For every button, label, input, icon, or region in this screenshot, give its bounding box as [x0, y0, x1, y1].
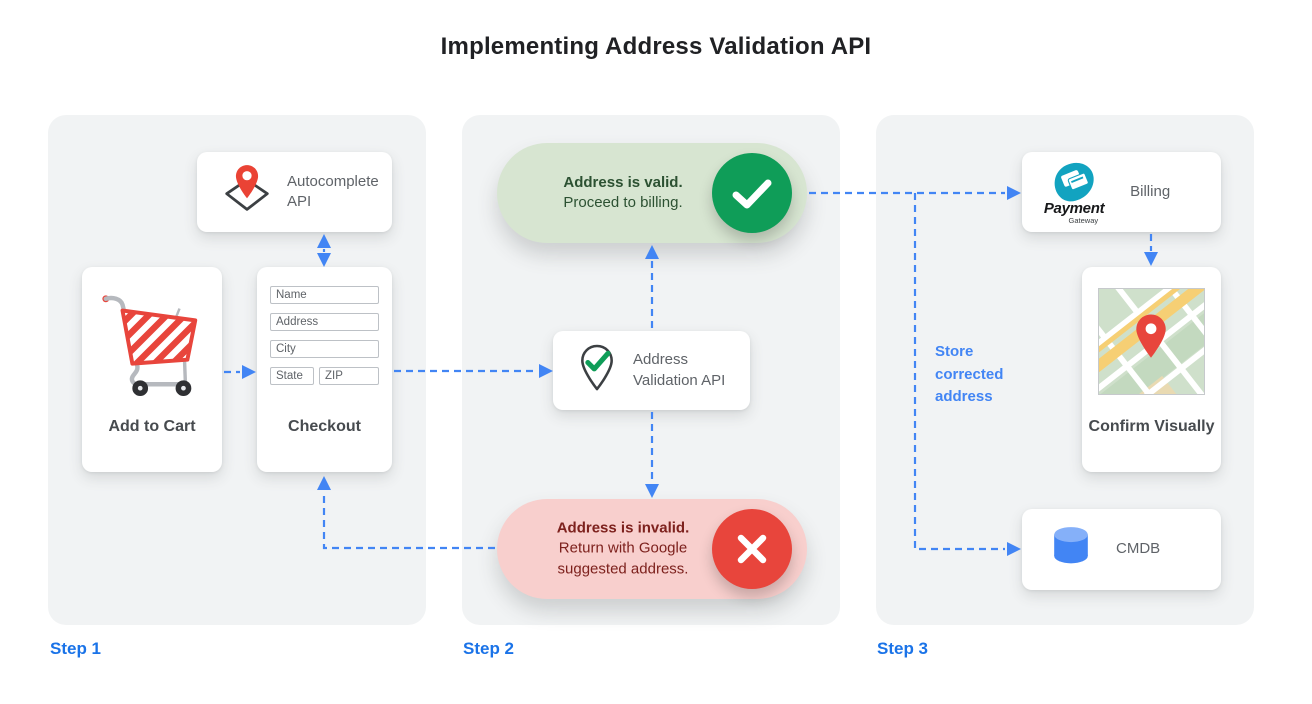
valid-result-subtitle: Proceed to billing.	[563, 194, 683, 211]
payment-gateway-logo-title: Payment	[1043, 200, 1105, 217]
state-field[interactable]	[270, 367, 314, 385]
address-validation-api-label: Address Validation API	[633, 351, 726, 389]
store-corrected-address-note: Store corrected address	[935, 343, 1004, 405]
database-icon	[1048, 526, 1094, 573]
add-to-cart-label: Add to Cart	[108, 418, 196, 435]
step-2-label: Step 2	[463, 639, 515, 658]
checkout-card: Checkout	[257, 267, 392, 472]
confirm-visually-card: Confirm Visually	[1043, 222, 1269, 472]
confirm-visually-label: Confirm Visually	[1088, 418, 1215, 435]
address-invalid-result: Address is invalid. Return with Google s…	[497, 499, 807, 599]
valid-result-title: Address is valid.	[563, 173, 683, 191]
step-1-label: Step 1	[50, 639, 102, 658]
zip-field[interactable]	[319, 367, 379, 385]
address-field[interactable]	[270, 313, 379, 331]
map-thumbnail	[1043, 222, 1269, 455]
panel-step-2: Address is valid. Proceed to billing. Ad…	[462, 115, 840, 625]
shopping-cart-icon	[93, 285, 211, 404]
payment-gateway-logo: Payment Gateway	[1040, 159, 1108, 225]
checkout-label: Checkout	[288, 418, 361, 435]
checkout-form	[270, 286, 379, 385]
panel-step-1: Autocomplete API Add to Cart	[48, 115, 426, 625]
add-to-cart-card: Add to Cart	[82, 267, 222, 472]
x-circle-icon	[712, 509, 792, 589]
autocomplete-api-card: Autocomplete API	[197, 152, 392, 232]
check-circle-icon	[712, 153, 792, 233]
city-field[interactable]	[270, 340, 379, 358]
page-title: Implementing Address Validation API	[440, 33, 872, 60]
panel-step-3: Payment Gateway Billing	[876, 115, 1269, 625]
cmdb-card: CMDB	[1022, 509, 1221, 590]
billing-card: Payment Gateway Billing	[1022, 152, 1221, 232]
step-3-label: Step 3	[877, 639, 929, 658]
address-validation-api-card: Address Validation API	[553, 331, 750, 410]
invalid-result-subtitle: Return with Google suggested address.	[557, 539, 689, 578]
map-pin-diamond-icon	[223, 163, 271, 222]
invalid-result-text: Address is invalid. Return with Google s…	[529, 519, 717, 580]
payment-gateway-logo-subtitle: Gateway	[1068, 216, 1099, 225]
pin-check-icon	[575, 343, 619, 398]
billing-label: Billing	[1130, 182, 1171, 200]
invalid-result-title: Address is invalid.	[556, 519, 690, 537]
autocomplete-api-label: Autocomplete API	[287, 172, 379, 210]
cmdb-label: CMDB	[1116, 540, 1161, 558]
name-field[interactable]	[270, 286, 379, 304]
address-valid-result: Address is valid. Proceed to billing.	[497, 143, 807, 243]
valid-result-text: Address is valid. Proceed to billing.	[529, 173, 717, 214]
